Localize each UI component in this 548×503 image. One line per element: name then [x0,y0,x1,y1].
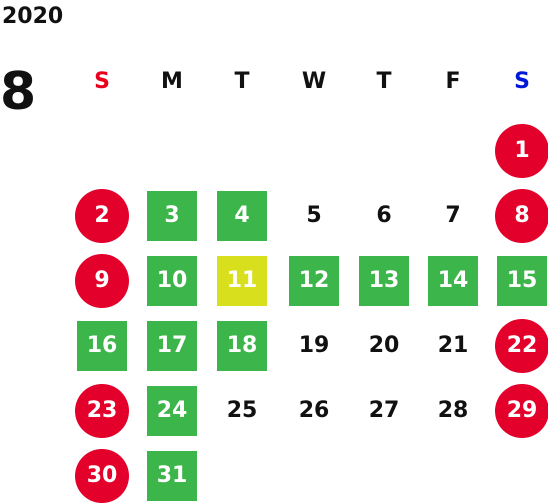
calendar-day-30[interactable]: 30 [75,449,129,503]
calendar-day-26[interactable]: 26 [298,398,330,423]
calendar-day-9[interactable]: 9 [75,254,129,308]
calendar-day-8[interactable]: 8 [495,189,548,243]
calendar-day-18[interactable]: 18 [217,321,267,371]
calendar-day-13[interactable]: 13 [359,256,409,306]
calendar-day-24[interactable]: 24 [147,386,197,436]
calendar-day-23[interactable]: 23 [75,384,129,438]
calendar-day-5[interactable]: 5 [306,203,322,228]
weekday-label-thursday: T [376,69,392,94]
calendar-day-4[interactable]: 4 [217,191,267,241]
calendar-month: 8 [0,62,37,122]
weekday-label-sunday: S [94,69,110,94]
weekday-label-wednesday: W [301,69,327,94]
weekday-label-friday: F [445,69,461,94]
calendar-day-19[interactable]: 19 [298,333,330,358]
calendar-day-14[interactable]: 14 [428,256,478,306]
calendar-year: 2020 [2,4,64,29]
calendar-day-12[interactable]: 12 [289,256,339,306]
calendar-day-15[interactable]: 15 [497,256,547,306]
calendar-day-3[interactable]: 3 [147,191,197,241]
weekday-label-monday: M [161,69,183,94]
calendar-day-31[interactable]: 31 [147,451,197,501]
calendar-day-25[interactable]: 25 [226,398,258,423]
calendar-day-21[interactable]: 21 [437,333,469,358]
weekday-label-saturday: S [514,69,530,94]
calendar-day-28[interactable]: 28 [437,398,469,423]
calendar-day-11[interactable]: 11 [217,256,267,306]
calendar-day-16[interactable]: 16 [77,321,127,371]
calendar-day-1[interactable]: 1 [495,124,548,178]
weekday-label-tuesday: T [234,69,250,94]
calendar-day-7[interactable]: 7 [445,203,461,228]
calendar-day-10[interactable]: 10 [147,256,197,306]
calendar-day-17[interactable]: 17 [147,321,197,371]
calendar-day-20[interactable]: 20 [368,333,400,358]
calendar-day-29[interactable]: 29 [495,384,548,438]
calendar-day-27[interactable]: 27 [368,398,400,423]
calendar-day-2[interactable]: 2 [75,189,129,243]
calendar-day-22[interactable]: 22 [495,319,548,373]
calendar-day-6[interactable]: 6 [376,203,392,228]
